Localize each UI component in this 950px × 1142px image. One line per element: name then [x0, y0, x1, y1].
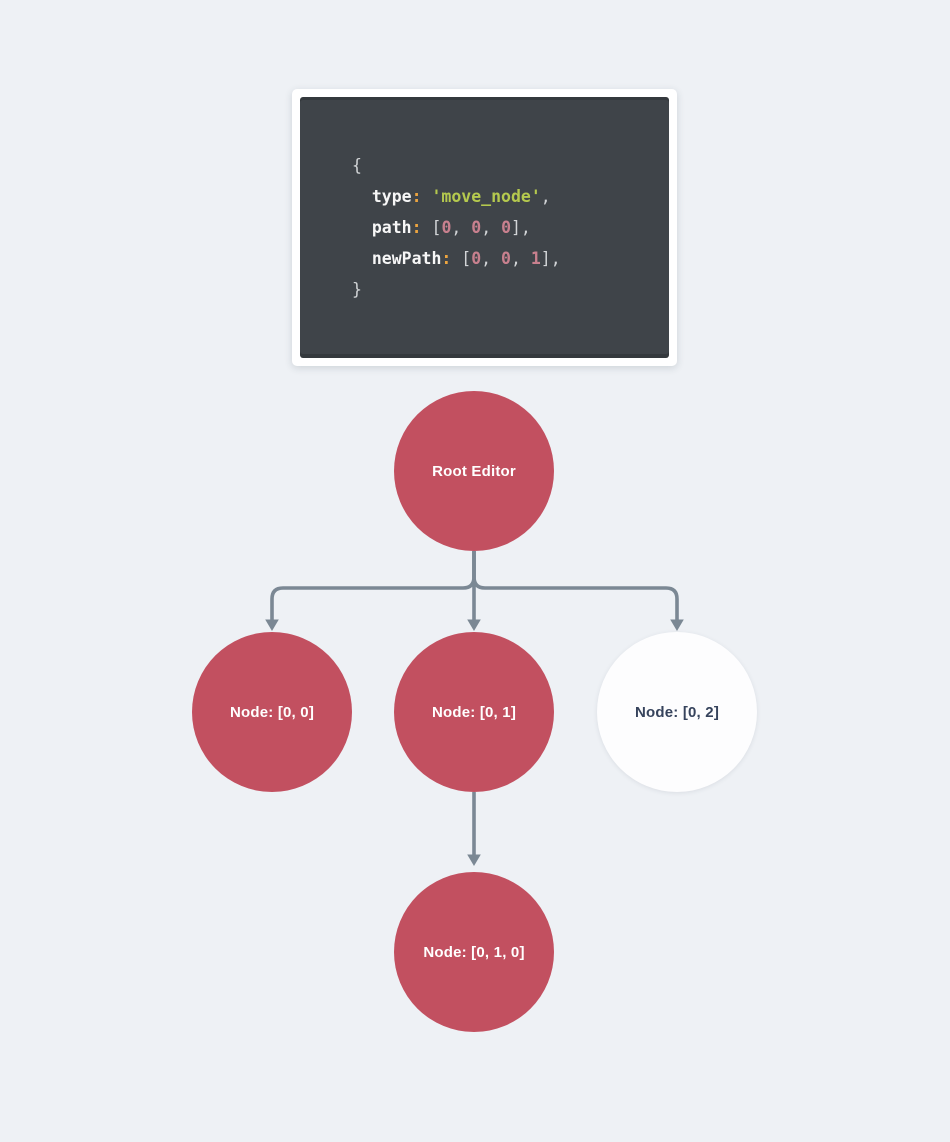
code-line: { — [352, 156, 362, 175]
code-panel: { type: 'move_node', path: [0, 0, 0], ne… — [300, 97, 669, 358]
arrowhead-child-1 — [467, 619, 481, 631]
node-label: Node: [0, 1, 0] — [423, 943, 525, 961]
tree-node-0-1-0[interactable]: Node: [0, 1, 0] — [394, 872, 554, 1032]
arrowhead-grandchild — [467, 854, 481, 866]
tree-node-0-2[interactable]: Node: [0, 2] — [597, 632, 757, 792]
tree-node-0-1[interactable]: Node: [0, 1] — [394, 632, 554, 792]
tree-node-root[interactable]: Root Editor — [394, 391, 554, 551]
node-label: Root Editor — [432, 462, 516, 480]
code-snippet: { type: 'move_node', path: [0, 0, 0], ne… — [300, 97, 669, 305]
code-line: type: 'move_node', — [371, 187, 551, 206]
code-line: } — [352, 280, 362, 299]
code-card: { type: 'move_node', path: [0, 0, 0], ne… — [292, 89, 677, 366]
arrowhead-child-0 — [265, 619, 279, 631]
edge-root-to-child-0 — [270, 551, 476, 620]
arrowhead-child-2 — [670, 619, 684, 631]
node-label: Node: [0, 0] — [229, 703, 315, 721]
tree-node-0-0[interactable]: Node: [0, 0] — [192, 632, 352, 792]
code-line: path: [0, 0, 0], — [371, 218, 531, 237]
node-label: Node: [0, 2] — [634, 703, 720, 721]
edge-root-to-child-2 — [472, 551, 679, 620]
node-label: Node: [0, 1] — [431, 703, 517, 721]
code-line: newPath: [0, 0, 1], — [371, 249, 561, 268]
